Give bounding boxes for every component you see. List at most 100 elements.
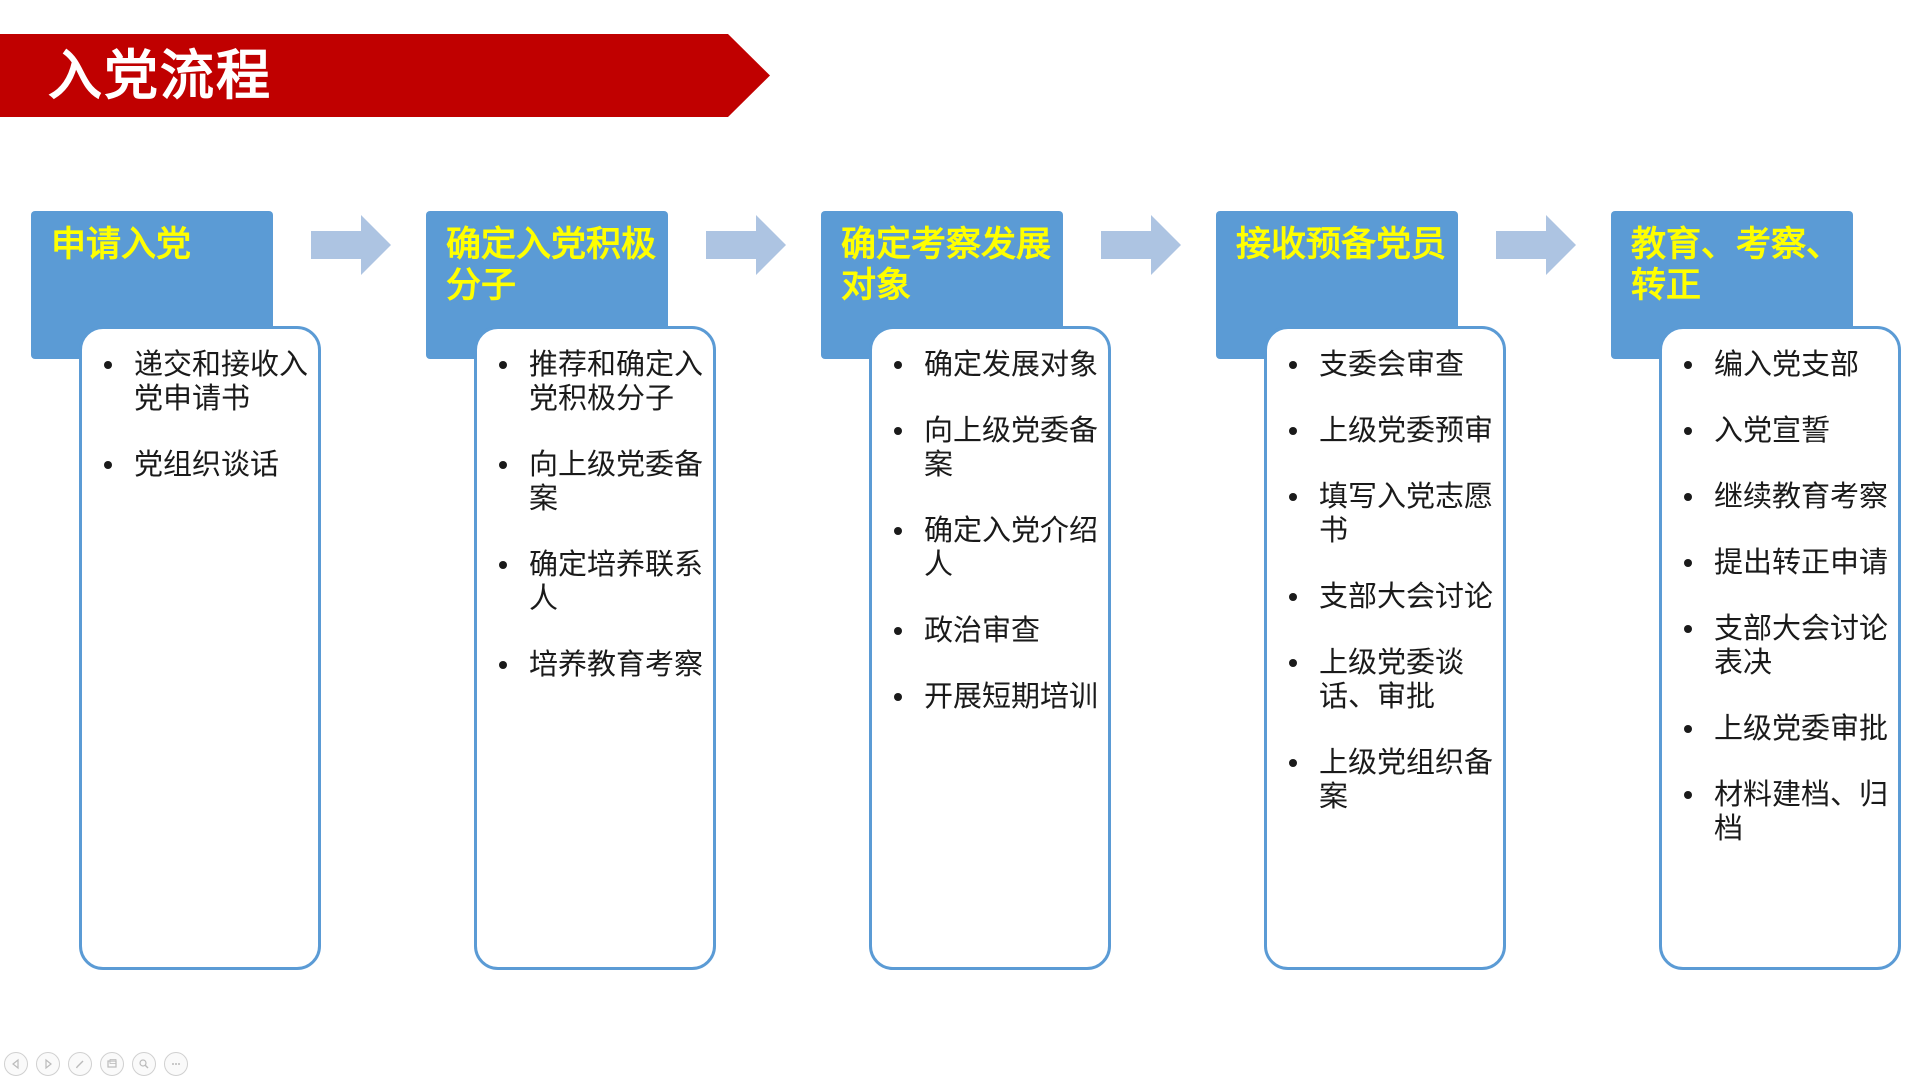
bullet-icon xyxy=(1684,427,1692,435)
step-item: 党组织谈话 xyxy=(104,447,312,481)
step-item: 向上级党委备案 xyxy=(894,413,1102,481)
bullet-icon xyxy=(1684,559,1692,567)
step-item: 确定培养联系人 xyxy=(499,547,707,615)
bullet-icon xyxy=(1684,493,1692,501)
step-item-text: 上级党委谈话、审批 xyxy=(1319,645,1465,713)
bullet-icon xyxy=(1289,759,1297,767)
step-item-text: 继续教育考察 xyxy=(1714,479,1889,513)
bullet-icon xyxy=(1684,725,1692,733)
step-item-text: 向上级党委备案 xyxy=(924,413,1099,481)
bullet-icon xyxy=(1289,493,1297,501)
slides-icon[interactable] xyxy=(100,1052,124,1076)
step-item: 支委会审查 xyxy=(1289,347,1497,381)
step-3-title: 确定考察发展对象 xyxy=(841,225,1052,306)
step-item: 材料建档、归档 xyxy=(1684,777,1892,845)
step-item-text: 材料建档、归档 xyxy=(1714,777,1889,845)
step-5-title: 教育、考察、转正 xyxy=(1631,225,1842,306)
step-item-text: 推荐和确定入党积极分子 xyxy=(529,347,704,415)
bullet-icon xyxy=(499,661,507,669)
bullet-icon xyxy=(1684,791,1692,799)
bullet-icon xyxy=(1289,659,1297,667)
bullet-icon xyxy=(499,561,507,569)
bullet-icon xyxy=(1289,593,1297,601)
step-item: 推荐和确定入党积极分子 xyxy=(499,347,707,415)
page-title: 入党流程 xyxy=(48,44,272,107)
more-icon[interactable] xyxy=(164,1052,188,1076)
zoom-icon[interactable] xyxy=(132,1052,156,1076)
bullet-icon xyxy=(499,461,507,469)
step-item-text: 确定培养联系人 xyxy=(529,547,704,615)
step-item-text: 确定发展对象 xyxy=(924,347,1099,381)
step-3-list: 确定发展对象 向上级党委备案 确定入党介绍人 政治审查 开展短期培训 xyxy=(872,329,1108,713)
next-icon[interactable] xyxy=(36,1052,60,1076)
step-5-list: 编入党支部 入党宣誓 继续教育考察 提出转正申请 支部大会讨论表决 上级党委审批… xyxy=(1662,329,1898,845)
step-item: 支部大会讨论 xyxy=(1289,579,1497,613)
title-banner xyxy=(0,34,770,117)
bullet-icon xyxy=(104,361,112,369)
step-item: 填写入党志愿书 xyxy=(1289,479,1497,547)
bullet-icon xyxy=(1684,625,1692,633)
flow-arrow-4 xyxy=(1496,215,1576,275)
step-item: 开展短期培训 xyxy=(894,679,1102,713)
step-item: 继续教育考察 xyxy=(1684,479,1892,513)
bullet-icon xyxy=(894,693,902,701)
step-item: 政治审查 xyxy=(894,613,1102,647)
step-item-text: 编入党支部 xyxy=(1714,347,1860,381)
step-2-title: 确定入党积极分子 xyxy=(446,225,657,306)
step-item: 上级党委审批 xyxy=(1684,711,1892,745)
prev-icon[interactable] xyxy=(4,1052,28,1076)
bullet-icon xyxy=(894,361,902,369)
step-1-box: 递交和接收入党申请书 党组织谈话 xyxy=(79,326,321,970)
step-item-text: 入党宣誓 xyxy=(1714,413,1831,447)
step-item: 支部大会讨论表决 xyxy=(1684,611,1892,679)
bullet-icon xyxy=(894,527,902,535)
step-3-box: 确定发展对象 向上级党委备案 确定入党介绍人 政治审查 开展短期培训 xyxy=(869,326,1111,970)
step-item-text: 填写入党志愿书 xyxy=(1319,479,1494,547)
step-item: 培养教育考察 xyxy=(499,647,707,681)
step-item: 上级党委谈话、审批 xyxy=(1289,645,1497,713)
step-2-list: 推荐和确定入党积极分子 向上级党委备案 确定培养联系人 培养教育考察 xyxy=(477,329,713,681)
step-item: 递交和接收入党申请书 xyxy=(104,347,312,415)
step-item-text: 提出转正申请 xyxy=(1714,545,1889,579)
flow-arrow-2 xyxy=(706,215,786,275)
bullet-icon xyxy=(499,361,507,369)
flow-arrow-3 xyxy=(1101,215,1181,275)
bullet-icon xyxy=(894,627,902,635)
step-item: 上级党组织备案 xyxy=(1289,745,1497,813)
flow-arrow-1 xyxy=(311,215,391,275)
step-item-text: 政治审查 xyxy=(924,613,1041,647)
bullet-icon xyxy=(1289,427,1297,435)
step-item-text: 递交和接收入党申请书 xyxy=(134,347,309,415)
step-4-title: 接收预备党员 xyxy=(1236,225,1447,265)
step-2-box: 推荐和确定入党积极分子 向上级党委备案 确定培养联系人 培养教育考察 xyxy=(474,326,716,970)
step-item: 上级党委预审 xyxy=(1289,413,1497,447)
step-item-text: 开展短期培训 xyxy=(924,679,1099,713)
bullet-icon xyxy=(1289,361,1297,369)
step-4-box: 支委会审查 上级党委预审 填写入党志愿书 支部大会讨论 上级党委谈话、审批 上级… xyxy=(1264,326,1506,970)
step-item-text: 上级党委预审 xyxy=(1319,413,1494,447)
step-item-text: 支部大会讨论 xyxy=(1319,579,1494,613)
step-item-text: 确定入党介绍人 xyxy=(924,513,1099,581)
slideshow-toolbar xyxy=(4,1052,188,1076)
step-item-text: 培养教育考察 xyxy=(529,647,704,681)
step-item: 确定发展对象 xyxy=(894,347,1102,381)
step-item-text: 上级党委审批 xyxy=(1714,711,1889,745)
step-item-text: 支部大会讨论表决 xyxy=(1714,611,1889,679)
step-item: 编入党支部 xyxy=(1684,347,1892,381)
step-item: 提出转正申请 xyxy=(1684,545,1892,579)
step-item-text: 向上级党委备案 xyxy=(529,447,704,515)
step-item: 向上级党委备案 xyxy=(499,447,707,515)
bullet-icon xyxy=(894,427,902,435)
pen-icon[interactable] xyxy=(68,1052,92,1076)
step-item-text: 党组织谈话 xyxy=(134,447,280,481)
step-item: 入党宣誓 xyxy=(1684,413,1892,447)
step-1-title: 申请入党 xyxy=(51,225,192,265)
step-1-list: 递交和接收入党申请书 党组织谈话 xyxy=(82,329,318,481)
step-item: 确定入党介绍人 xyxy=(894,513,1102,581)
step-item-text: 支委会审查 xyxy=(1319,347,1465,381)
bullet-icon xyxy=(1684,361,1692,369)
step-3-header: 确定考察发展对象 xyxy=(821,211,1063,359)
step-item-text: 上级党组织备案 xyxy=(1319,745,1494,813)
bullet-icon xyxy=(104,461,112,469)
step-4-list: 支委会审查 上级党委预审 填写入党志愿书 支部大会讨论 上级党委谈话、审批 上级… xyxy=(1267,329,1503,813)
